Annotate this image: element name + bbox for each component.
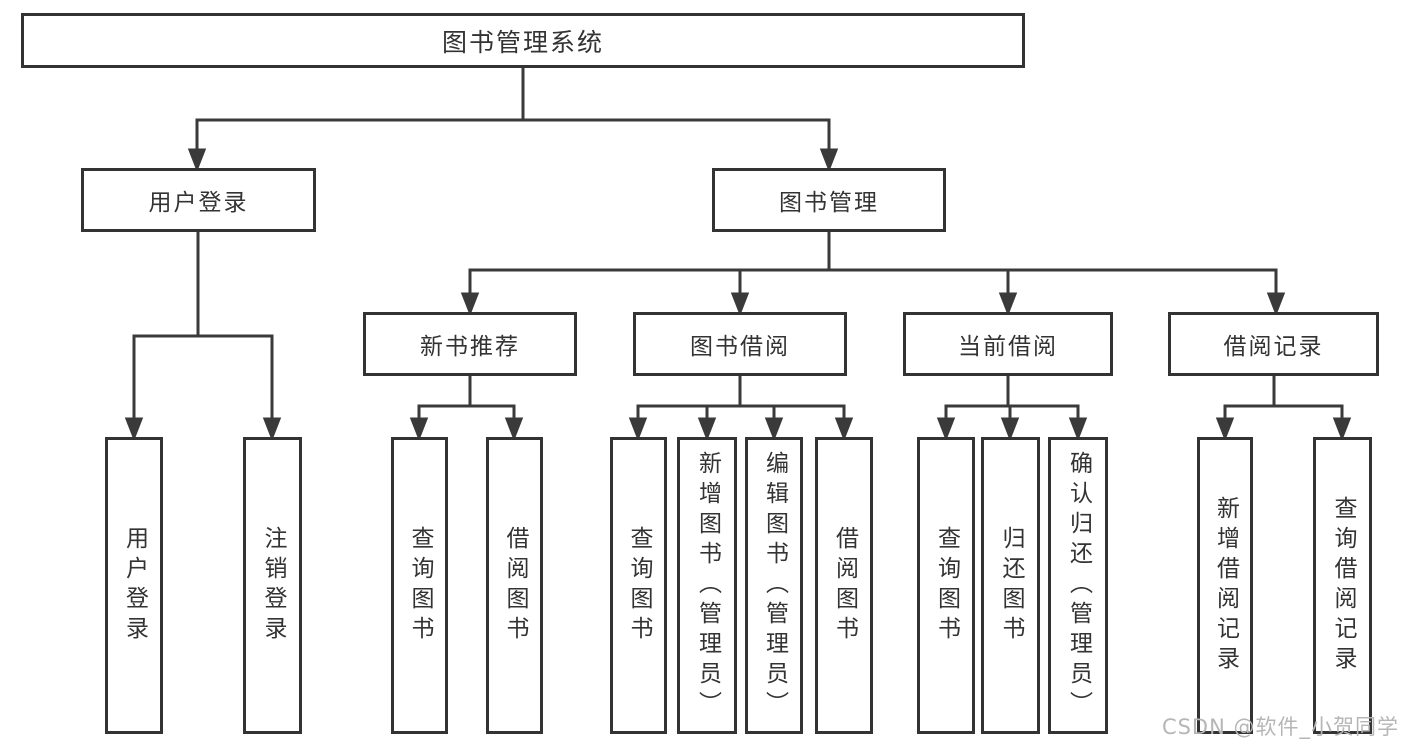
leaf-user-login: 用户登录 bbox=[105, 437, 163, 734]
node-book-management-system: 图书管理系统 bbox=[21, 13, 1025, 68]
leaf-borrow-books-1: 借阅图书 bbox=[486, 437, 543, 734]
node-borrow-records: 借阅记录 bbox=[1168, 312, 1379, 376]
edge-group-user-login bbox=[124, 232, 282, 442]
leaf-query-books-3: 查询图书 bbox=[917, 437, 975, 734]
node-label: 确认归还（管理员） bbox=[1065, 450, 1092, 721]
edge-group-current-borrow bbox=[936, 376, 1088, 442]
edge-group-book-borrow bbox=[628, 376, 854, 442]
node-label: 当前借阅 bbox=[958, 334, 1058, 360]
node-label: 用户登录 bbox=[148, 190, 249, 216]
node-label: 查询借阅记录 bbox=[1330, 495, 1356, 676]
node-label: 新增借阅记录 bbox=[1212, 495, 1239, 676]
edge-group-borrow-records bbox=[1215, 376, 1352, 442]
node-label: 借阅图书 bbox=[831, 525, 858, 646]
edge-group-root bbox=[187, 68, 839, 173]
node-label: 新书推荐 bbox=[420, 334, 520, 360]
node-book-management: 图书管理 bbox=[712, 168, 946, 232]
node-label: 注销登录 bbox=[260, 525, 286, 646]
node-label: 归还图书 bbox=[998, 525, 1024, 646]
node-label: 用户登录 bbox=[121, 525, 148, 646]
node-label: 图书借阅 bbox=[690, 334, 790, 360]
node-label: 查询图书 bbox=[933, 525, 960, 646]
node-label: 编辑图书（管理员） bbox=[761, 450, 788, 721]
node-label: 新增图书（管理员） bbox=[694, 450, 721, 721]
node-new-book-recommend: 新书推荐 bbox=[363, 312, 577, 376]
node-label: 图书管理 bbox=[779, 190, 879, 216]
leaf-query-books-1: 查询图书 bbox=[391, 437, 448, 734]
node-label: 查询图书 bbox=[626, 525, 652, 646]
node-label: 查询图书 bbox=[407, 525, 433, 646]
edge-group-new-books bbox=[409, 376, 524, 442]
edge-group-book-mgmt bbox=[460, 232, 1286, 317]
node-current-borrow: 当前借阅 bbox=[903, 312, 1113, 376]
csdn-watermark: CSDN @软件_小贺同学 bbox=[1161, 715, 1399, 739]
leaf-query-borrow-record: 查询借阅记录 bbox=[1313, 437, 1372, 734]
node-book-borrow: 图书借阅 bbox=[633, 312, 847, 376]
leaf-confirm-return-admin: 确认归还（管理员） bbox=[1048, 437, 1108, 734]
leaf-edit-books-admin: 编辑图书（管理员） bbox=[745, 437, 803, 734]
leaf-borrow-books-2: 借阅图书 bbox=[815, 437, 873, 734]
leaf-logout: 注销登录 bbox=[243, 437, 302, 734]
leaf-query-books-2: 查询图书 bbox=[610, 437, 667, 734]
node-label: 图书管理系统 bbox=[441, 27, 604, 57]
node-label: 借阅图书 bbox=[502, 525, 528, 646]
leaf-return-books: 归还图书 bbox=[981, 437, 1040, 734]
node-label: 借阅记录 bbox=[1223, 334, 1324, 360]
leaf-add-books-admin: 新增图书（管理员） bbox=[677, 437, 737, 734]
node-user-login: 用户登录 bbox=[81, 168, 316, 232]
leaf-add-borrow-record: 新增借阅记录 bbox=[1197, 437, 1253, 734]
